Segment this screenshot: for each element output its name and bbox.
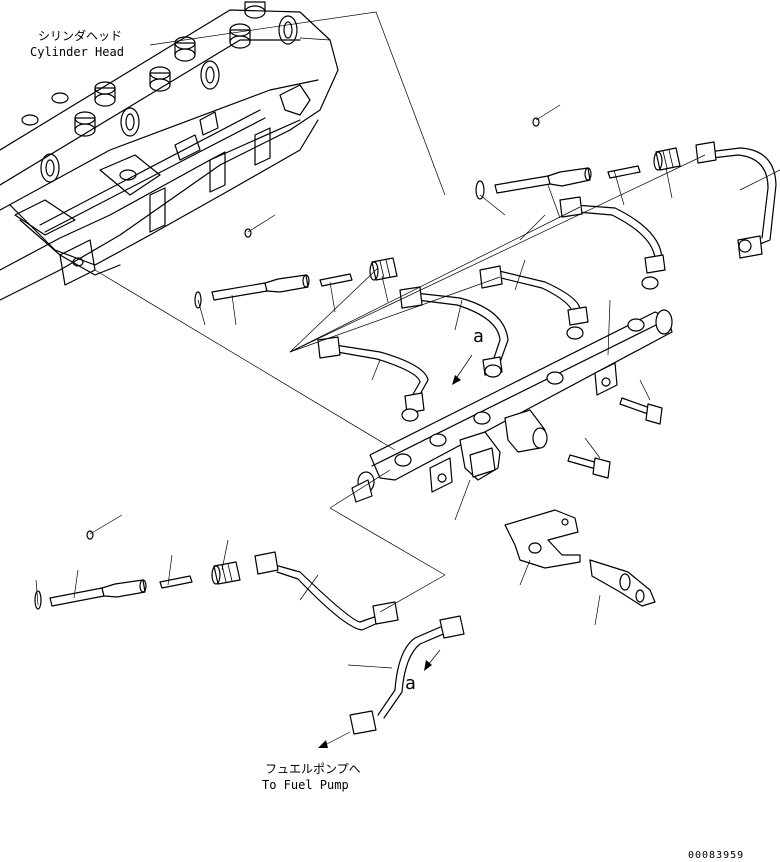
fuel-pipe-icon (254, 141, 777, 735)
drawing-number: 00083959 (688, 850, 745, 861)
fuel-pump-label-jp: フュエルポンプへ (265, 762, 361, 776)
injector-icon (475, 117, 681, 200)
leader-lines (35, 11, 780, 669)
injector-icon (194, 228, 398, 309)
cylinder-head-label-en: Cylinder Head (30, 45, 124, 59)
cylinder-head-label-jp: シリンダヘッド (38, 29, 123, 43)
callout-a-lower: a (405, 673, 416, 694)
injector-icon (34, 530, 241, 610)
pressure-sensor-icon (459, 409, 548, 481)
cylinder-head-icon (0, 1, 339, 301)
bracket-icon (504, 509, 656, 607)
common-rail-icon (351, 239, 752, 503)
callout-a-upper: a (473, 326, 484, 347)
arrow-icon (318, 354, 473, 748)
bolt-icon (567, 397, 663, 479)
fuel-pump-label-en: To Fuel Pump (262, 778, 349, 792)
